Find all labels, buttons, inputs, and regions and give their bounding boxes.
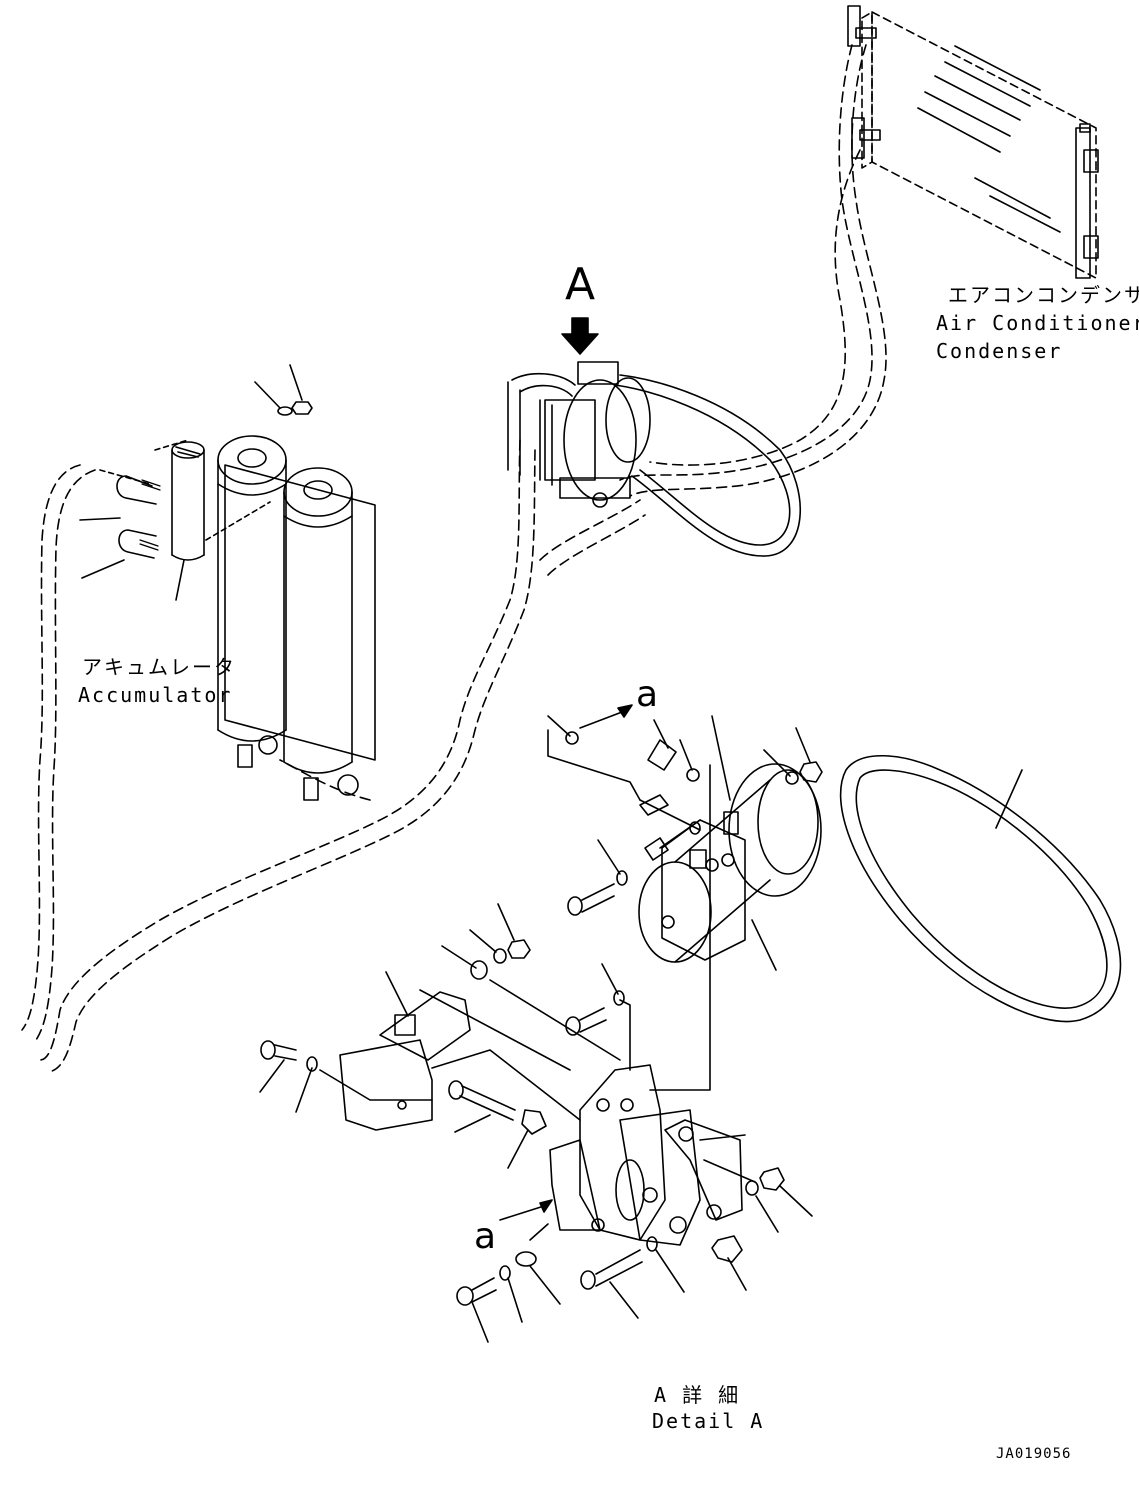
condenser-label-en-line1: Air Conditioner bbox=[936, 311, 1139, 335]
accumulator-label-jp: アキュムレータ bbox=[82, 655, 236, 679]
compressor-assembly-drawing bbox=[507, 317, 802, 557]
detail-label-en: Detail A bbox=[652, 1409, 765, 1433]
section-marker-bottom: a bbox=[474, 1216, 497, 1257]
detail-a-drawing bbox=[259, 704, 1122, 1343]
view-marker-a: A bbox=[565, 259, 596, 310]
detail-label-jp: A 詳 細 bbox=[654, 1383, 741, 1407]
condenser-label-en-line2: Condenser bbox=[936, 339, 1063, 363]
accumulator-drawing bbox=[79, 364, 376, 801]
drawing-number: JA019056 bbox=[996, 1446, 1072, 1462]
refrigerant-hoses bbox=[21, 44, 887, 1073]
condenser-drawing bbox=[847, 5, 1099, 279]
detail-fasteners bbox=[260, 731, 823, 1306]
accumulator-label-en: Accumulator bbox=[78, 683, 233, 707]
section-marker-top: a bbox=[636, 674, 659, 715]
condenser-label-jp: エアコンコンデンサ bbox=[948, 283, 1139, 307]
